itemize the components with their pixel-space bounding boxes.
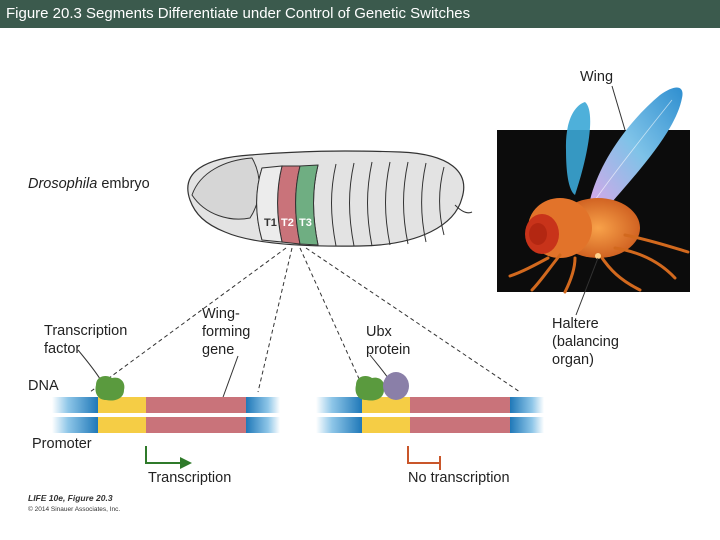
- svg-text:forming: forming: [202, 324, 250, 340]
- svg-text:organ): organ): [552, 352, 594, 368]
- transcription-factor-blob: [95, 376, 125, 401]
- svg-text:(balancing: (balancing: [552, 334, 619, 350]
- haltere-label: Haltere (balancing organ): [552, 316, 619, 368]
- transcription-factor-label: Transcription factor: [44, 323, 127, 357]
- ubx-protein-label: Ubx protein: [366, 324, 410, 358]
- transcription-label: Transcription: [148, 470, 231, 486]
- segment-label-t1: T1: [264, 217, 277, 229]
- fly-photo: [497, 87, 690, 294]
- connector-lines: [89, 247, 521, 393]
- no-transcription-symbol: [407, 446, 441, 470]
- dna-strand-left: [52, 397, 280, 433]
- embryo-label: Drosophila embryo: [28, 176, 150, 192]
- svg-text:Haltere: Haltere: [552, 316, 599, 332]
- wing-label: Wing: [580, 69, 613, 85]
- t3-segment: [295, 164, 319, 246]
- svg-text:protein: protein: [366, 342, 410, 358]
- dna-strand-right: [316, 397, 544, 433]
- wing-forming-gene-label: Wing- forming gene: [202, 306, 250, 358]
- segment-label-t3: T3: [299, 217, 312, 229]
- svg-text:factor: factor: [44, 341, 80, 357]
- credit-line-2: © 2014 Sinauer Associates, Inc.: [28, 505, 120, 513]
- svg-text:Wing-: Wing-: [202, 306, 240, 322]
- ubx-protein-blob: [383, 372, 409, 400]
- svg-text:Transcription: Transcription: [44, 323, 127, 339]
- svg-text:Ubx: Ubx: [366, 324, 393, 340]
- segment-label-t2: T2: [281, 217, 294, 229]
- dna-label: DNA: [28, 378, 59, 394]
- transcription-factor-blob-right: [355, 376, 385, 401]
- title-bar: Figure 20.3 Segments Differentiate under…: [0, 0, 720, 28]
- drosophila-embryo: T1 T2 T3: [187, 150, 473, 247]
- svg-text:gene: gene: [202, 342, 234, 358]
- promoter-label: Promoter: [32, 436, 92, 452]
- figure-title: Figure 20.3 Segments Differentiate under…: [6, 5, 471, 22]
- no-transcription-label: No transcription: [408, 470, 510, 486]
- credit-line-1: LIFE 10e, Figure 20.3: [28, 493, 113, 503]
- transcription-arrow: [145, 446, 192, 469]
